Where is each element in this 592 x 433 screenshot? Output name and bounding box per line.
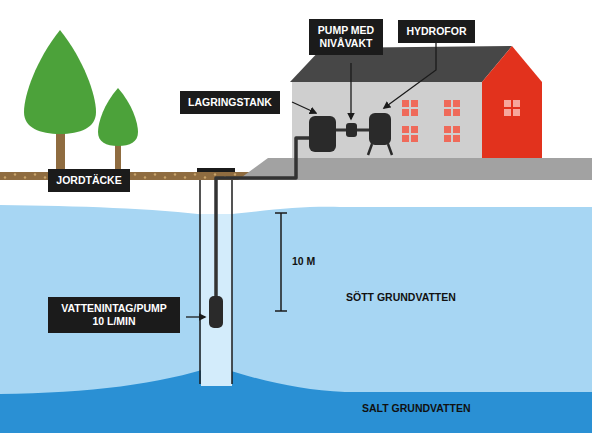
soil-dot [164,176,166,178]
leader-line [350,63,351,119]
hydrofor-legs [368,144,392,155]
soil-dot [214,173,216,175]
leader-line [384,43,436,108]
house-wall [292,80,484,158]
soil-dot [154,173,156,175]
callout-box: HYDROFOR [398,20,475,43]
callout-box: PUMP MED NIVÅVAKT [309,19,383,55]
soil-dot [204,176,206,178]
soil-dot [24,176,26,178]
water-pipe [216,138,312,300]
callout-box: VATTENINTAG/PUMP 10 L/MIN [48,297,180,333]
level-pump [346,123,357,137]
soil-dot [44,176,46,178]
dimension-label: 10 M [292,255,315,267]
callout-text: VATTENINTAG/PUMP 10 L/MIN [55,302,173,328]
callout-text: LAGRINGSTANK [187,96,273,109]
callout-box: LAGRINGSTANK [180,91,280,114]
hydrofor-tank [369,113,391,145]
callout-text: HYDROFOR [405,25,468,38]
region-label: SÖTT GRUNDVATTEN [346,291,456,303]
storage-tank [309,116,336,152]
gable-windows [504,100,520,116]
submersible-pump [209,296,223,328]
soil-dot [174,173,176,175]
dimension-bracket [275,213,287,311]
callout-text: PUMP MED NIVÅVAKT [316,24,376,50]
leader-line [186,316,205,317]
salt-groundwater [0,366,592,433]
leader-line [292,102,316,113]
well-casing [231,172,233,384]
well-cap [197,168,235,172]
soil-dot [194,173,196,175]
tree-crown [98,88,138,146]
well-casing [199,172,201,384]
house-gable [482,46,542,158]
windows [402,100,460,142]
callout-text: JORDTÄCKE [55,174,123,187]
soil-dot [134,173,136,175]
soil-dot [234,173,236,175]
callout-box: JORDTÄCKE [48,169,130,192]
soil-dot [144,176,146,178]
soil-dot [14,173,16,175]
soil-dot [4,176,6,178]
fresh-groundwater [0,205,592,433]
tree-crown [24,30,96,134]
soil-dot [184,176,186,178]
region-label: SALT GRUNDVATTEN [362,402,471,414]
soil-dot [34,173,36,175]
